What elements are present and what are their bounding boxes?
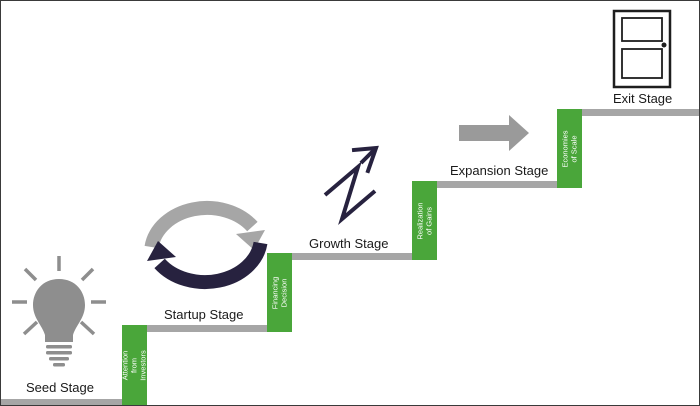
stage-label-seed: Seed Stage [26, 380, 94, 395]
step-tread-exit [557, 109, 699, 116]
riser-realization-of-gains: Realization of Gains [412, 181, 437, 260]
step-tread-growth [267, 253, 412, 260]
zigzag-arrow-icon [323, 145, 379, 225]
riser-label: Realization of Gains [415, 201, 434, 240]
step-tread-startup [122, 325, 267, 332]
cycle-arrows-icon [144, 200, 268, 290]
stage-label-expansion: Expansion Stage [450, 163, 549, 178]
riser-economies-of-scale: Economies of Scale [557, 109, 582, 188]
step-tread-seed [1, 399, 122, 405]
stage-label-startup: Startup Stage [164, 307, 244, 322]
step-tread-expansion [412, 181, 557, 188]
stage-label-exit: Exit Stage [613, 91, 673, 106]
lightbulb-icon [12, 256, 106, 367]
riser-label: Economies of Scale [560, 129, 579, 168]
riser-label: Financing Decision [270, 276, 289, 309]
riser-label: Attention from Investors [121, 350, 149, 381]
riser-attention-from-investors: Attention from Investors [121, 325, 149, 405]
riser-financing-decision: Financing Decision [267, 253, 292, 332]
stage-label-growth: Growth Stage [309, 236, 389, 251]
door-icon [612, 9, 672, 89]
staircase [1, 109, 699, 405]
right-arrow-icon [459, 115, 529, 151]
